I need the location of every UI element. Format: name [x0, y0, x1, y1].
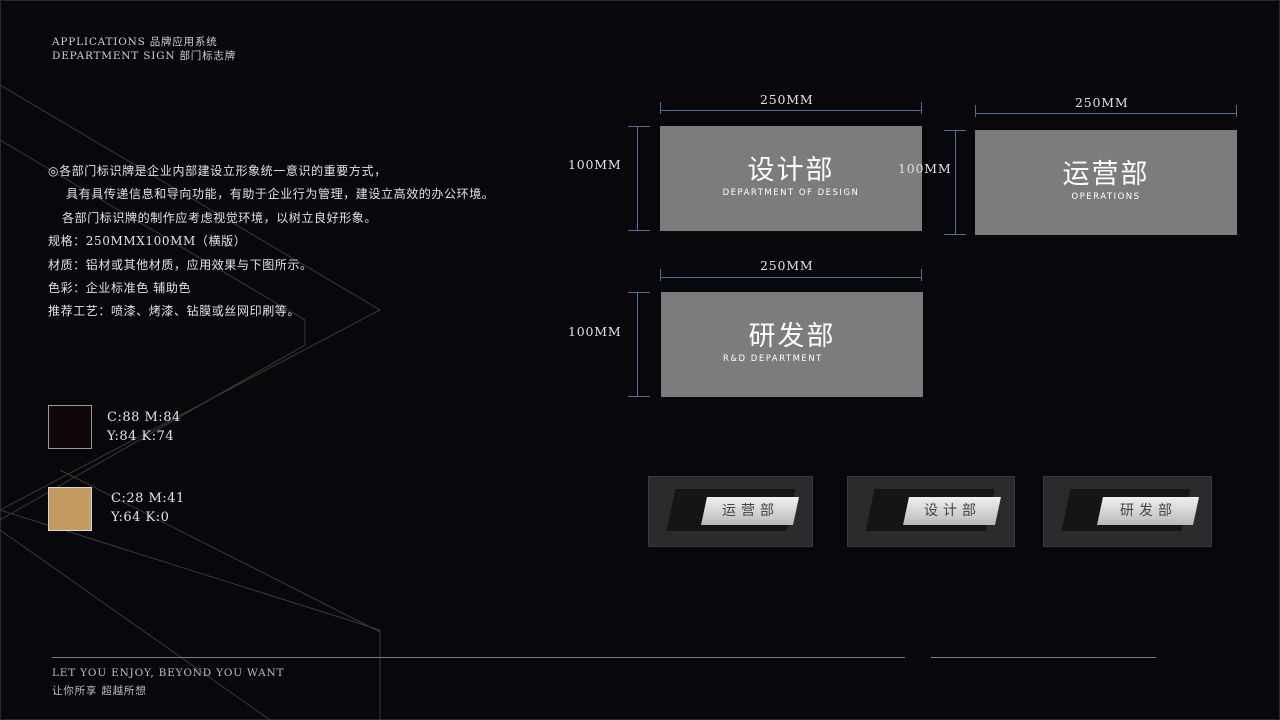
description-line: 各部门标识牌的制作应考虑视觉环境，以树立良好形象。 [62, 210, 378, 225]
sign-chinese-name: 设计部 [747, 155, 835, 186]
sign-width-tick [975, 105, 976, 117]
sign-height-line [955, 130, 956, 235]
sign-chinese-name: 研发部 [748, 321, 836, 352]
sign-height-tick [628, 292, 650, 293]
design-department-sign: 设计部 DEPARTMENT OF DESIGN [660, 126, 922, 231]
sign-plate-text: 设计部 [923, 503, 981, 519]
sign-height-tick [944, 130, 966, 131]
sign-height-label: 100MM [898, 161, 952, 176]
footer-rule [52, 657, 905, 658]
footer-slogan-cn: 让你所享 超越所想 [52, 685, 147, 697]
sign-mockup-photo: 研发部 [1043, 476, 1212, 547]
sign-height-tick [628, 396, 650, 397]
sign-plate: 研发部 [1097, 497, 1199, 525]
sign-width-tick [660, 269, 661, 281]
description-line: ◎各部门标识牌是企业内部建设立形象统一意识的重要方式， [48, 164, 387, 178]
sign-mockup-photo: 设计部 [847, 476, 1015, 547]
sign-height-label: 100MM [568, 157, 622, 172]
secondary-color-swatch [48, 487, 92, 531]
sign-mockup-photo: 运营部 [648, 476, 813, 547]
sign-english-name: OPERATIONS [1071, 192, 1141, 202]
sign-width-line [660, 277, 922, 278]
description-block: ◎各部门标识牌是企业内部建设立形象统一意识的重要方式， 具有具传递信息和导向功能… [48, 160, 494, 324]
primary-color-values: C:88 M:84 Y:84 K:74 [107, 408, 181, 446]
primary-color-swatch [48, 405, 92, 449]
sign-height-tick [628, 126, 650, 127]
sign-width-label: 250MM [1075, 95, 1129, 110]
sign-plate-text: 运营部 [721, 503, 779, 519]
sign-height-tick [944, 234, 966, 235]
sign-width-tick [660, 102, 661, 114]
sign-width-tick [921, 269, 922, 281]
description-line: 规格：250MMX100MM（横版） [48, 234, 247, 249]
sign-width-label: 250MM [760, 92, 814, 107]
sign-height-tick [628, 230, 650, 231]
sign-plate: 设计部 [903, 497, 1001, 525]
cmyk-line: Y:64 K:0 [111, 510, 170, 525]
footer-slogan-en: LET YOU ENJOY, BEYOND YOU WANT [52, 667, 285, 679]
rd-department-sign: 研发部 R&D DEPARTMENT [661, 292, 923, 397]
secondary-color-values: C:28 M:41 Y:64 K:0 [111, 489, 185, 527]
sign-english-name: DEPARTMENT OF DESIGN [722, 188, 860, 198]
header-line-2: DEPARTMENT SIGN 部门标志牌 [52, 50, 236, 62]
page-header: APPLICATIONS 品牌应用系统 DEPARTMENT SIGN 部门标志… [52, 35, 236, 63]
description-line: 材质：铝材或其他材质，应用效果与下图所示。 [48, 257, 313, 272]
operations-department-sign: 运营部 OPERATIONS [975, 130, 1237, 235]
footer-rule-short [931, 657, 1156, 658]
cmyk-line: C:28 M:41 [111, 491, 185, 506]
cmyk-line: Y:84 K:74 [107, 429, 175, 444]
sign-height-line [637, 292, 638, 397]
description-line: 色彩：企业标准色 辅助色 [48, 281, 192, 296]
sign-height-line [637, 126, 638, 231]
description-line: 推荐工艺：喷漆、烤漆、钻膜或丝网印刷等。 [48, 304, 301, 319]
cmyk-line: C:88 M:84 [107, 410, 181, 425]
sign-chinese-name: 运营部 [1062, 159, 1150, 190]
sign-width-line [975, 113, 1237, 114]
header-line-1: APPLICATIONS 品牌应用系统 [52, 36, 218, 48]
sign-width-label: 250MM [760, 258, 814, 273]
sign-plate: 运营部 [701, 497, 799, 525]
sign-width-line [660, 110, 922, 111]
sign-plate-text: 研发部 [1119, 503, 1177, 519]
sign-width-tick [1236, 105, 1237, 117]
sign-width-tick [921, 102, 922, 114]
description-line: 具有具传递信息和导向功能，有助于企业行为管理，建设立高效的办公环境。 [66, 187, 495, 202]
sign-height-label: 100MM [568, 324, 622, 339]
sign-english-name: R&D DEPARTMENT [723, 354, 823, 364]
